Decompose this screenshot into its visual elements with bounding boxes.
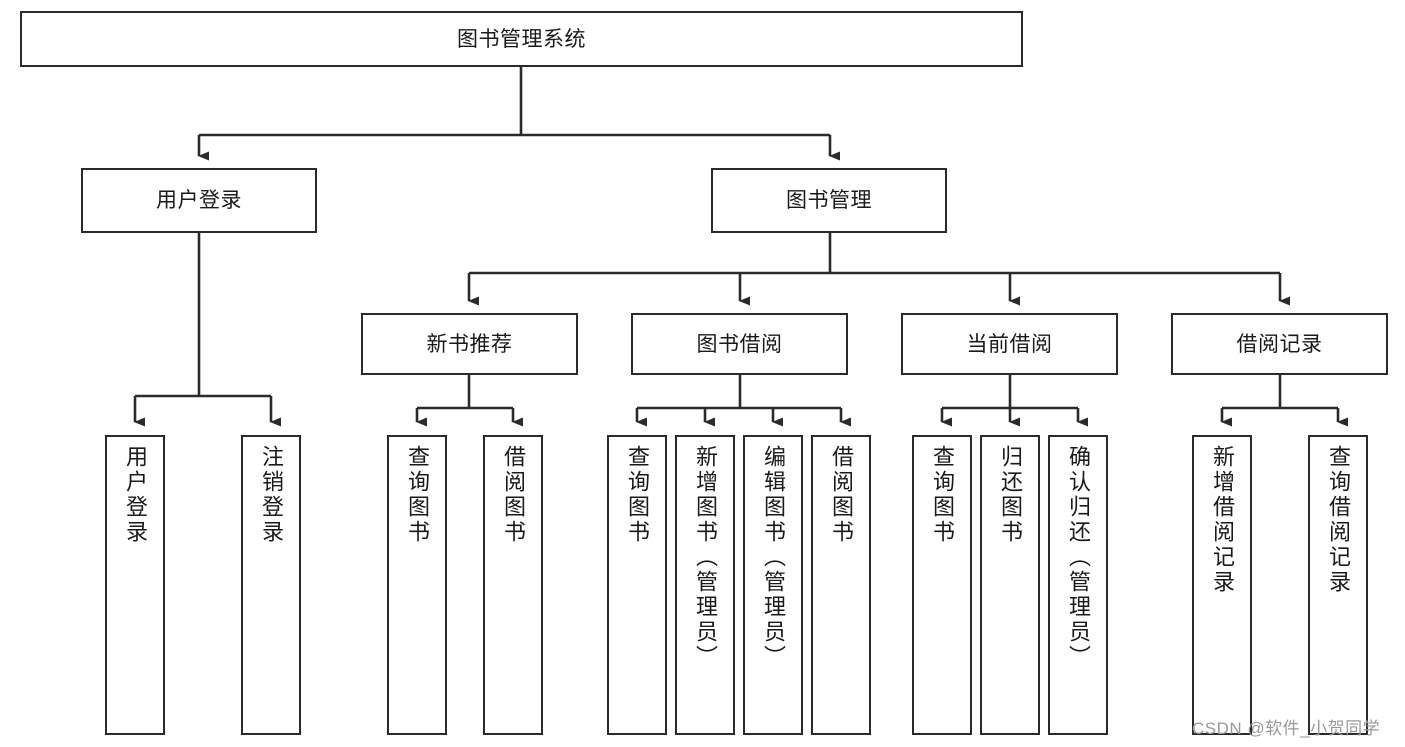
node-new-book-recommend[interactable]: 新书推荐	[361, 313, 578, 375]
leaf-current-query-book[interactable]: 查询图书	[912, 435, 972, 735]
node-borrow-record[interactable]: 借阅记录	[1171, 313, 1388, 375]
node-book-borrow[interactable]: 图书借阅	[631, 313, 848, 375]
node-label: 查询图书	[404, 445, 430, 545]
node-label: 借阅图书	[500, 445, 526, 545]
node-label: 查询图书	[624, 445, 650, 545]
node-label: 新书推荐	[426, 332, 513, 356]
node-label: 图书管理	[786, 189, 872, 212]
leaf-record-add[interactable]: 新增借阅记录	[1192, 435, 1252, 735]
node-label: 图书借阅	[696, 332, 783, 356]
leaf-record-query[interactable]: 查询借阅记录	[1308, 435, 1368, 735]
node-user-login[interactable]: 用户登录	[81, 168, 317, 233]
leaf-current-confirm-return[interactable]: 确认归还（管理员）	[1048, 435, 1108, 735]
leaf-newbook-borrow-book[interactable]: 借阅图书	[483, 435, 543, 735]
leaf-user-login[interactable]: 用户登录	[105, 435, 165, 735]
leaf-newbook-query-book[interactable]: 查询图书	[387, 435, 447, 735]
leaf-borrow-borrow-book[interactable]: 借阅图书	[811, 435, 871, 735]
node-label: 新增图书（管理员）	[692, 445, 718, 670]
leaf-borrow-add-book[interactable]: 新增图书（管理员）	[675, 435, 735, 735]
node-label: 查询借阅记录	[1325, 445, 1351, 595]
node-label: 编辑图书（管理员）	[760, 445, 786, 670]
node-label: 借阅图书	[828, 445, 854, 545]
node-book-management[interactable]: 图书管理	[711, 168, 947, 233]
node-current-borrow[interactable]: 当前借阅	[901, 313, 1118, 375]
leaf-current-return-book[interactable]: 归还图书	[980, 435, 1040, 735]
node-root-system[interactable]: 图书管理系统	[20, 11, 1023, 67]
node-label: 新增借阅记录	[1209, 445, 1235, 595]
node-label: 借阅记录	[1236, 332, 1323, 356]
leaf-borrow-edit-book[interactable]: 编辑图书（管理员）	[743, 435, 803, 735]
node-label: 用户登录	[122, 445, 148, 545]
node-label: 确认归还（管理员）	[1065, 445, 1091, 670]
node-label: 用户登录	[156, 189, 242, 212]
node-label: 注销登录	[258, 445, 284, 545]
node-label: 图书管理系统	[457, 27, 586, 51]
leaf-borrow-query-book[interactable]: 查询图书	[607, 435, 667, 735]
leaf-user-logout[interactable]: 注销登录	[241, 435, 301, 735]
node-label: 查询图书	[929, 445, 955, 545]
node-label: 归还图书	[997, 445, 1023, 545]
watermark-text: CSDN @软件_小贺同学	[1192, 719, 1381, 738]
node-label: 当前借阅	[966, 332, 1053, 356]
